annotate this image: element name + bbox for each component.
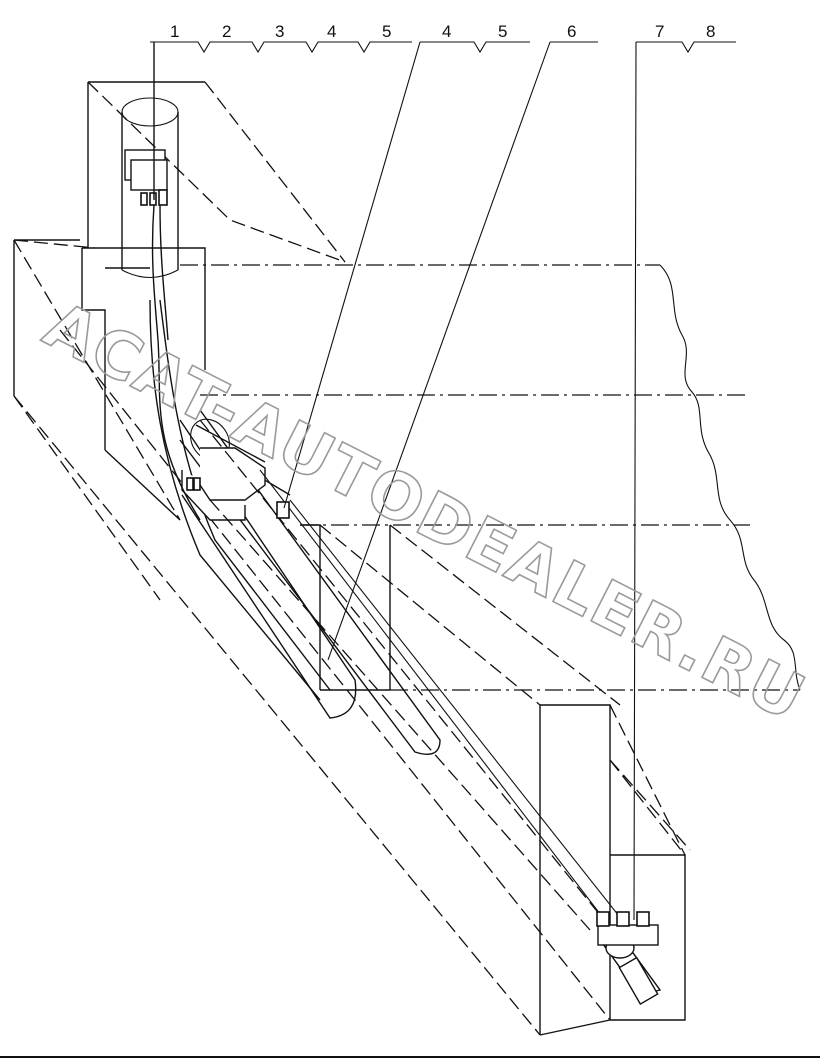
connector-middle-left bbox=[186, 477, 201, 491]
watermark: ACAT-AUTODEALER.RU bbox=[33, 288, 817, 736]
leader-lines bbox=[150, 41, 736, 921]
callout-8: 8 bbox=[706, 22, 715, 41]
callout-5: 5 bbox=[382, 22, 391, 41]
callout-numbers: 1 2 3 4 5 4 5 6 7 8 bbox=[170, 22, 715, 41]
tube-assembly bbox=[149, 299, 662, 1006]
callout-1: 1 bbox=[170, 22, 179, 41]
connector-middle bbox=[276, 501, 290, 519]
callout-5b: 5 bbox=[498, 22, 507, 41]
callout-6: 6 bbox=[567, 22, 576, 41]
callout-4: 4 bbox=[327, 22, 336, 41]
wire-harness bbox=[151, 42, 201, 521]
callout-2: 2 bbox=[222, 22, 231, 41]
connector-top bbox=[124, 149, 168, 206]
callout-7: 7 bbox=[655, 22, 664, 41]
vertical-cylinder bbox=[121, 97, 179, 279]
frame-outline bbox=[13, 81, 801, 1036]
callout-3: 3 bbox=[275, 22, 284, 41]
callout-4b: 4 bbox=[442, 22, 451, 41]
connector-bottom bbox=[596, 911, 650, 927]
